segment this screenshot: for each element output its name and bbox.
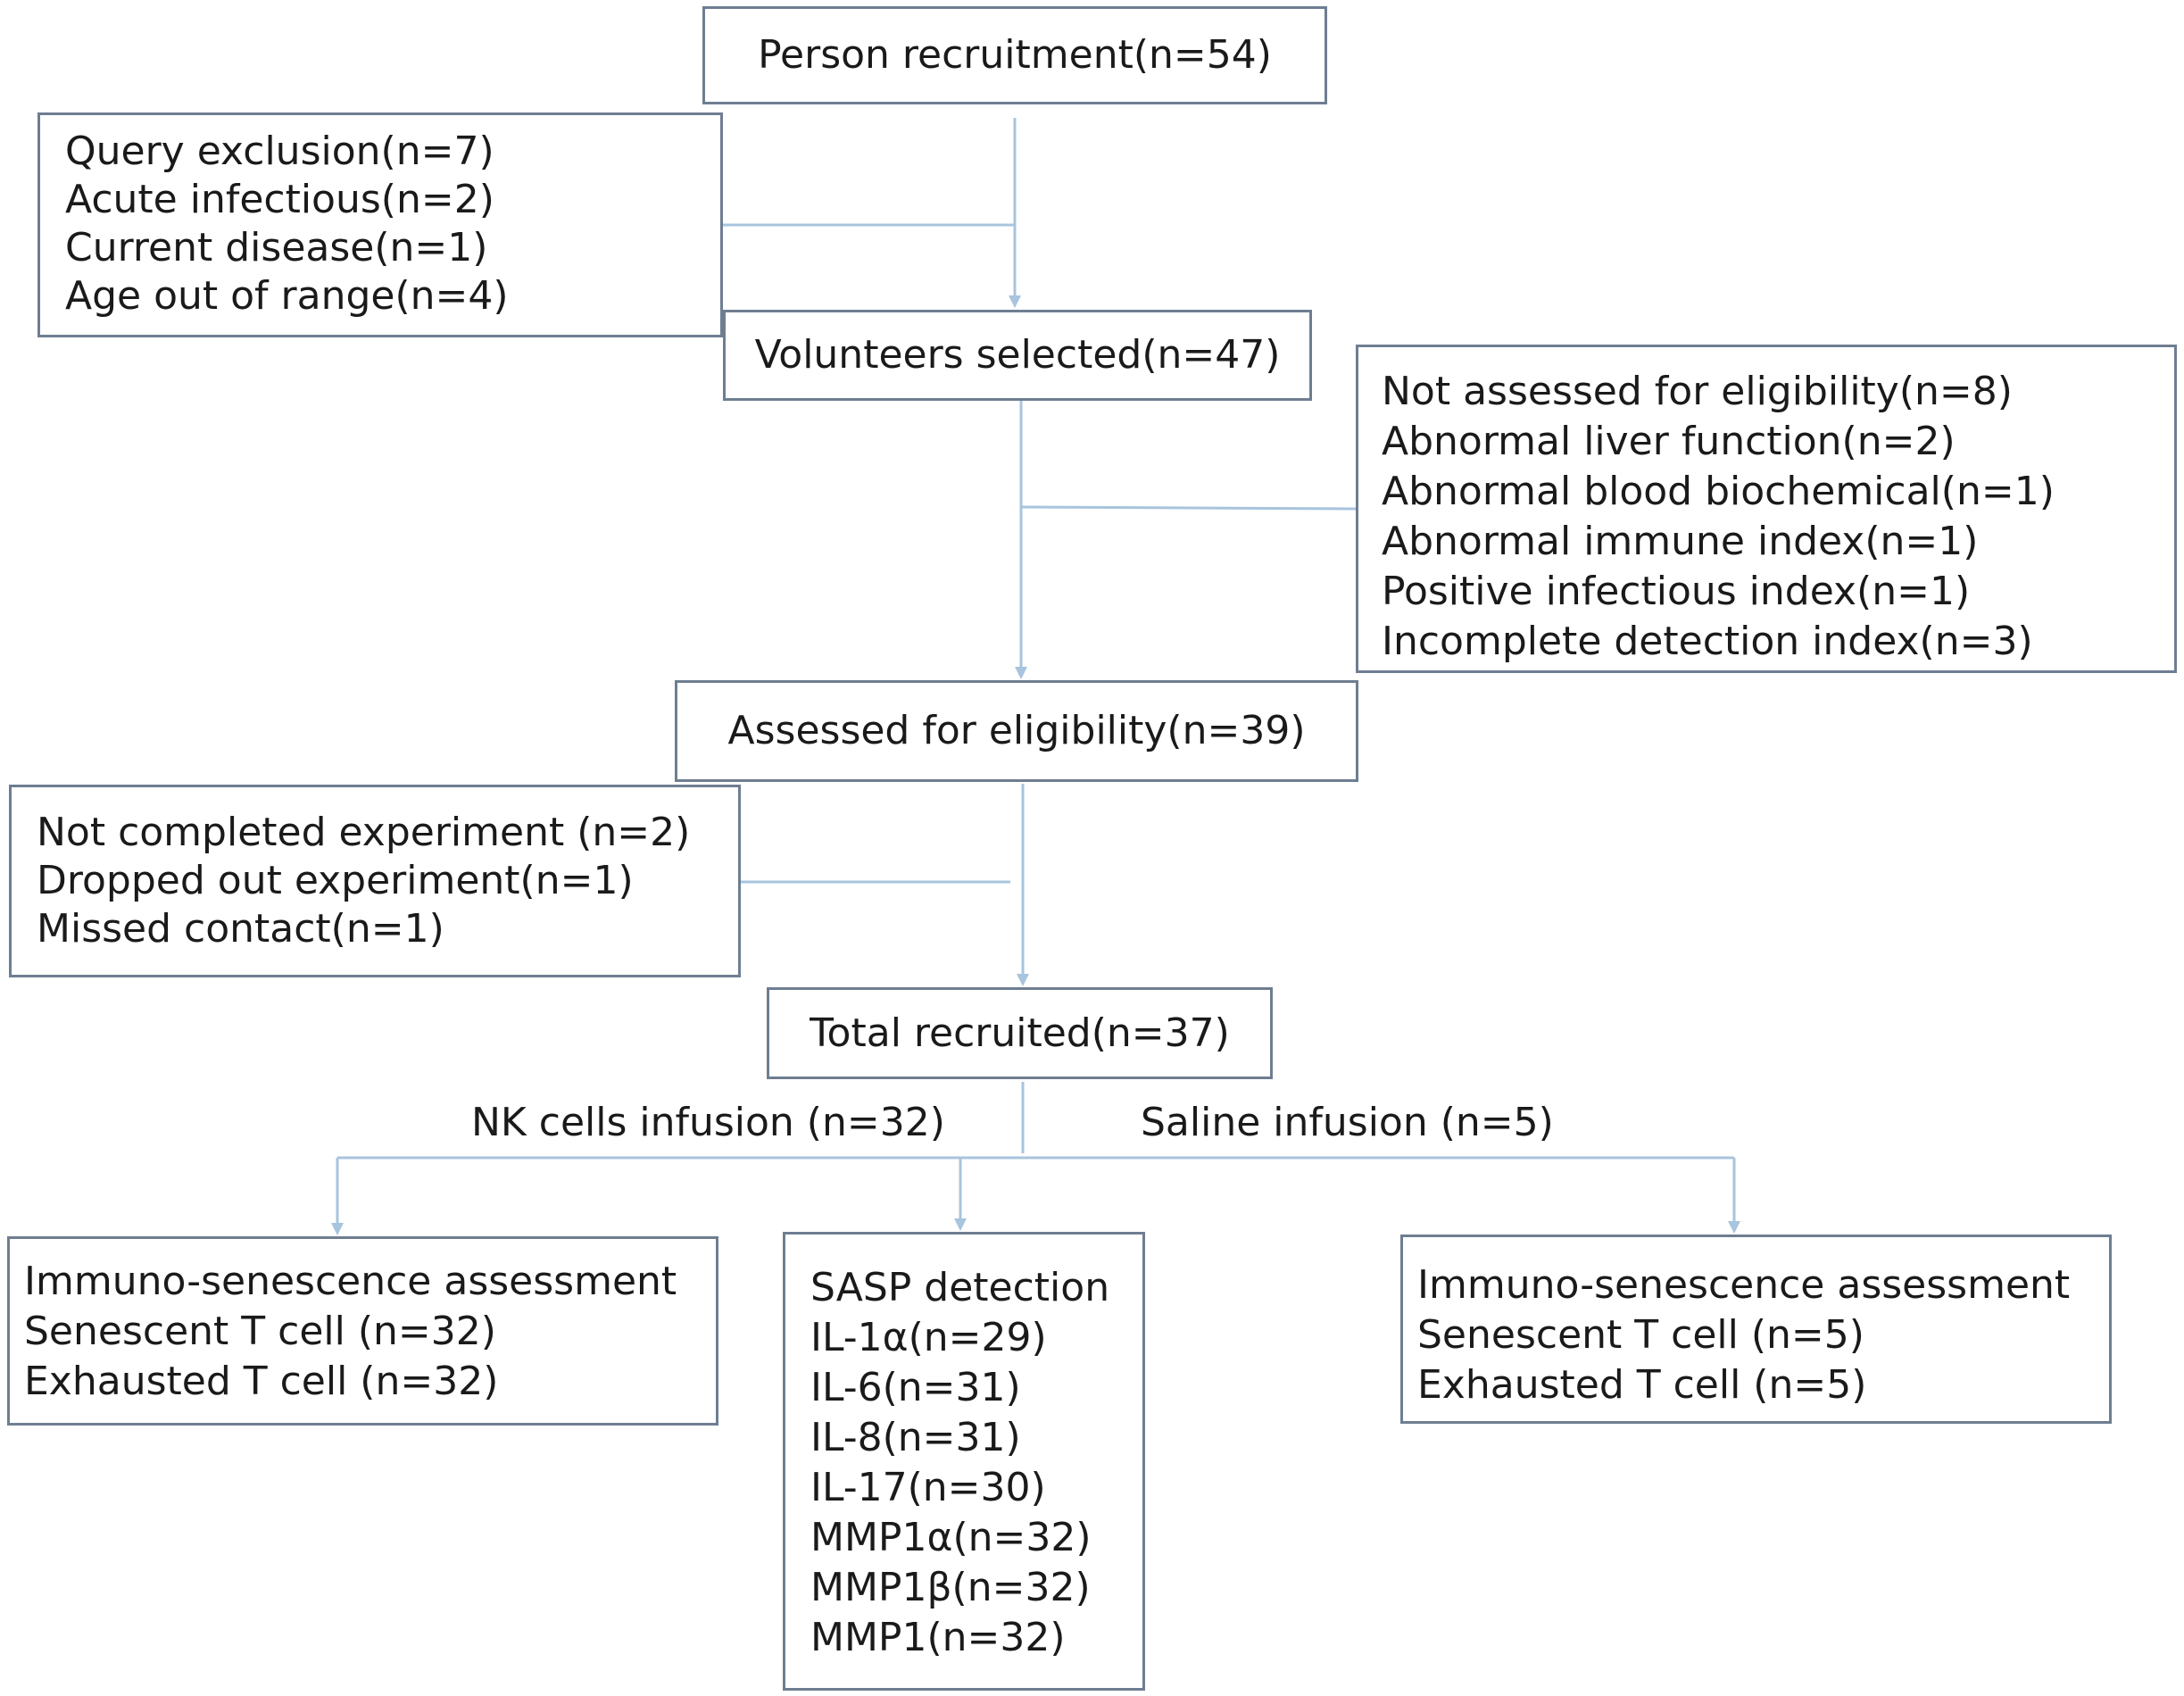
assessed-eligibility-text: Assessed for eligibility(n=39)	[727, 708, 1306, 753]
sasp-item: MMP1β(n=32)	[810, 1565, 1091, 1610]
not-assessed-item: Abnormal liver function(n=2)	[1382, 419, 1956, 464]
sasp-item: IL-17(n=30)	[810, 1465, 1046, 1510]
not-completed-item: Dropped out experiment(n=1)	[37, 858, 634, 903]
nk-assessment-heading: Immuno-senescence assessment	[24, 1259, 677, 1304]
sasp-item: IL-1α(n=29)	[810, 1315, 1047, 1360]
not-assessed-heading: Not assessed for eligibility(n=8)	[1382, 369, 2013, 414]
total-recruited-text: Total recruited(n=37)	[810, 1010, 1230, 1056]
sasp-heading: SASP detection	[810, 1265, 1110, 1310]
assessed-eligibility-box: Assessed for eligibility(n=39)	[675, 680, 1358, 782]
recruitment-box: Person recruitment(n=54)	[702, 6, 1327, 104]
saline-assessment-item: Senescent T cell (n=5)	[1417, 1312, 1864, 1358]
not-assessed-item: Incomplete detection index(n=3)	[1382, 619, 2033, 664]
nk-immunosenescence-box: Immuno-senescence assessment Senescent T…	[7, 1236, 718, 1426]
not-assessed-item: Abnormal blood biochemical(n=1)	[1382, 469, 2055, 514]
query-exclusion-item: Age out of range(n=4)	[65, 273, 509, 319]
saline-assessment-item: Exhausted T cell (n=5)	[1417, 1362, 1867, 1408]
total-recruited-box: Total recruited(n=37)	[767, 987, 1273, 1079]
saline-infusion-label: Saline infusion (n=5)	[1141, 1100, 1554, 1145]
not-completed-box: Not completed experiment (n=2) Dropped o…	[9, 785, 741, 977]
sasp-item: MMP1(n=32)	[810, 1615, 1066, 1660]
query-exclusion-item: Current disease(n=1)	[65, 225, 488, 270]
saline-immunosenescence-box: Immuno-senescence assessment Senescent T…	[1400, 1235, 2112, 1424]
saline-assessment-heading: Immuno-senescence assessment	[1417, 1262, 2071, 1308]
nk-assessment-item: Exhausted T cell (n=32)	[24, 1359, 499, 1404]
volunteers-selected-box: Volunteers selected(n=47)	[723, 310, 1312, 401]
query-exclusion-box: Query exclusion(n=7) Acute infectious(n=…	[37, 112, 723, 337]
connector-not-assessed	[1020, 505, 1357, 511]
nk-assessment-item: Senescent T cell (n=32)	[24, 1309, 496, 1354]
sasp-detection-box: SASP detection IL-1α(n=29) IL-6(n=31) IL…	[783, 1232, 1145, 1691]
recruitment-text: Person recruitment(n=54)	[758, 32, 1272, 78]
sasp-item: IL-6(n=31)	[810, 1365, 1021, 1410]
nk-infusion-label: NK cells infusion (n=32)	[471, 1100, 945, 1145]
not-assessed-item: Positive infectious index(n=1)	[1382, 569, 1971, 614]
query-exclusion-heading: Query exclusion(n=7)	[65, 129, 494, 174]
not-completed-heading: Not completed experiment (n=2)	[37, 810, 691, 855]
not-assessed-item: Abnormal immune index(n=1)	[1382, 519, 1979, 564]
not-completed-item: Missed contact(n=1)	[37, 906, 444, 952]
query-exclusion-item: Acute infectious(n=2)	[65, 177, 494, 222]
sasp-item: MMP1α(n=32)	[810, 1515, 1092, 1560]
sasp-item: IL-8(n=31)	[810, 1415, 1021, 1460]
not-assessed-box: Not assessed for eligibility(n=8) Abnorm…	[1356, 345, 2177, 673]
volunteers-selected-text: Volunteers selected(n=47)	[754, 332, 1281, 378]
